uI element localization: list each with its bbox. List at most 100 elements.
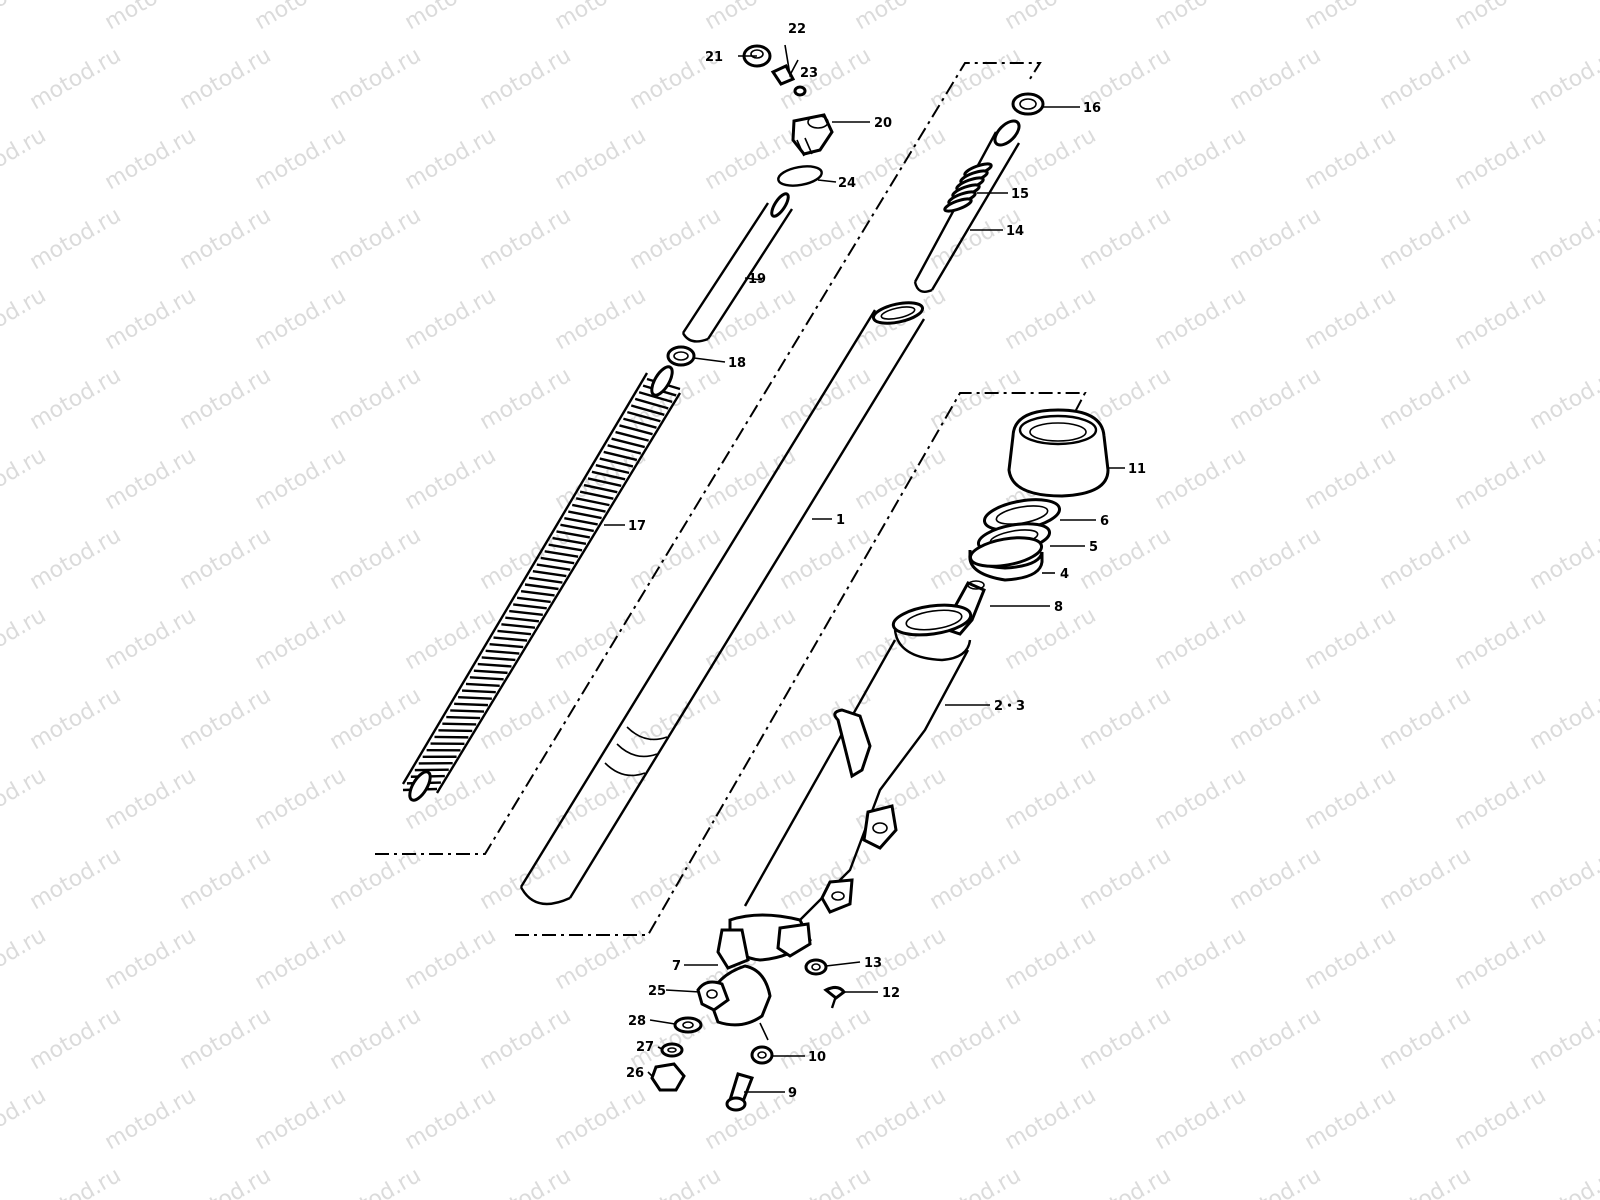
inner-fork-tube xyxy=(519,301,926,906)
leader-lines xyxy=(604,44,1125,1093)
spring-coil xyxy=(450,709,485,713)
watermark-text: motod.ru xyxy=(551,283,651,355)
watermark-text: motod.ru xyxy=(701,603,801,675)
watermark-text: motod.ru xyxy=(551,763,651,835)
watermark-text: motod.ru xyxy=(101,443,201,515)
watermark-text: motod.ru xyxy=(101,763,201,835)
watermark-text: motod.ru xyxy=(0,603,50,675)
watermark-text: motod.ru xyxy=(1076,1003,1176,1075)
watermark-text: motod.ru xyxy=(0,923,50,995)
label-20: 20 xyxy=(874,116,892,131)
label-7: 7 xyxy=(672,959,681,974)
label-24: 24 xyxy=(838,176,856,191)
spring-coil xyxy=(485,649,520,655)
watermark-text: motod.ru xyxy=(1301,763,1401,835)
watermark-text: motod.ru xyxy=(26,843,126,915)
watermark-text: motod.ru xyxy=(101,603,201,675)
label-18: 18 xyxy=(728,356,746,371)
spring-coil xyxy=(548,543,583,552)
watermark-text: motod.ru xyxy=(101,923,201,995)
watermark-text: motod.ru xyxy=(476,1003,576,1075)
spring-coil xyxy=(627,410,661,423)
watermark-text: motod.ru xyxy=(1301,123,1401,195)
watermark-text: motod.ru xyxy=(1376,1163,1476,1200)
spring-coil xyxy=(591,470,626,481)
watermark-text: motod.ru xyxy=(1451,763,1551,835)
spring-coil xyxy=(446,715,481,720)
watermark-text: motod.ru xyxy=(926,1003,1026,1075)
watermark-text: motod.ru xyxy=(26,203,126,275)
watermark-text: motod.ru xyxy=(1226,43,1326,115)
label-28: 28 xyxy=(628,1014,646,1029)
watermark-text: motod.ru xyxy=(1451,123,1551,195)
label-6: 6 xyxy=(1100,514,1109,529)
watermark-text: motod.ru xyxy=(326,1003,426,1075)
spring-coil xyxy=(509,609,543,616)
spring-coil xyxy=(481,656,516,662)
spring-coil xyxy=(501,623,536,629)
watermark-text: motod.ru xyxy=(1376,683,1476,755)
label-19: 19 xyxy=(748,272,766,287)
watermark-text: motod.ru xyxy=(776,523,876,595)
watermark-text: motod.ru xyxy=(0,123,50,195)
watermark-text: motod.ru xyxy=(26,1003,126,1075)
spring-coil xyxy=(587,477,622,487)
watermark-text: motod.ru xyxy=(701,0,801,35)
spring-coil xyxy=(623,417,657,429)
label-15: 15 xyxy=(1011,187,1029,202)
watermark-text: motod.ru xyxy=(401,0,501,35)
watermark-text: motod.ru xyxy=(26,683,126,755)
watermark-text: motod.ru xyxy=(1076,203,1176,275)
watermark-text: motod.ru xyxy=(1301,923,1401,995)
watermark-text: motod.ru xyxy=(101,123,201,195)
spring-coil xyxy=(595,464,630,475)
watermark-text: motod.ru xyxy=(251,763,351,835)
watermark-text: motod.ru xyxy=(1001,603,1101,675)
watermark-text: motod.ru xyxy=(101,1083,201,1155)
watermark-text: motod.ru xyxy=(1226,363,1326,435)
watermark-text: motod.ru xyxy=(1076,1163,1176,1200)
watermark-text: motod.ru xyxy=(1301,443,1401,515)
spring-coil xyxy=(603,450,638,462)
watermark-text: motod.ru xyxy=(551,123,651,195)
spring-coil xyxy=(497,629,532,636)
watermark-text: motod.ru xyxy=(1451,923,1551,995)
watermark-text: motod.ru xyxy=(26,1163,126,1200)
watermark-text: motod.ru xyxy=(701,283,801,355)
watermark-text: motod.ru xyxy=(1526,1003,1600,1075)
label-13: 13 xyxy=(864,956,882,971)
watermark-text: motod.ru xyxy=(476,683,576,755)
spring-coil xyxy=(571,503,606,513)
watermark-text: motod.ru xyxy=(551,923,651,995)
watermark-text: motod.ru xyxy=(1076,683,1176,755)
watermark-text: motod.ru xyxy=(926,843,1026,915)
watermark-text: motod.ru xyxy=(476,43,576,115)
watermark-text: motod.ru xyxy=(1376,363,1476,435)
fork-spring xyxy=(401,365,682,802)
watermark-text: motod.ru xyxy=(851,1083,951,1155)
label-26: 26 xyxy=(626,1066,644,1081)
watermark-text: motod.ru xyxy=(1526,843,1600,915)
label-11: 11 xyxy=(1128,462,1146,477)
watermark-text: motod.ru xyxy=(176,523,276,595)
spring-coil xyxy=(461,689,496,694)
watermark-text: motod.ru xyxy=(1001,923,1101,995)
watermark-text: motod.ru xyxy=(701,1083,801,1155)
watermark-text: motod.ru xyxy=(176,363,276,435)
watermark-text: motod.ru xyxy=(0,0,50,35)
watermark-text: motod.ru xyxy=(1151,923,1251,995)
watermark-text: motod.ru xyxy=(776,1163,876,1200)
watermark-text: motod.ru xyxy=(1451,1083,1551,1155)
spring-coil xyxy=(469,676,504,681)
watermark-text: motod.ru xyxy=(401,1083,501,1155)
spacer-tube xyxy=(681,192,794,343)
label-12: 12 xyxy=(882,986,900,1001)
watermark-text: motod.ru xyxy=(251,123,351,195)
watermark-text: motod.ru xyxy=(1451,603,1551,675)
watermark-text: motod.ru xyxy=(1151,603,1251,675)
watermark-text: motod.ru xyxy=(1076,523,1176,595)
watermark-text: motod.ru xyxy=(851,123,951,195)
watermark-text: motod.ru xyxy=(1451,283,1551,355)
watermark-text: motod.ru xyxy=(176,203,276,275)
watermark-text: motod.ru xyxy=(1151,1083,1251,1155)
